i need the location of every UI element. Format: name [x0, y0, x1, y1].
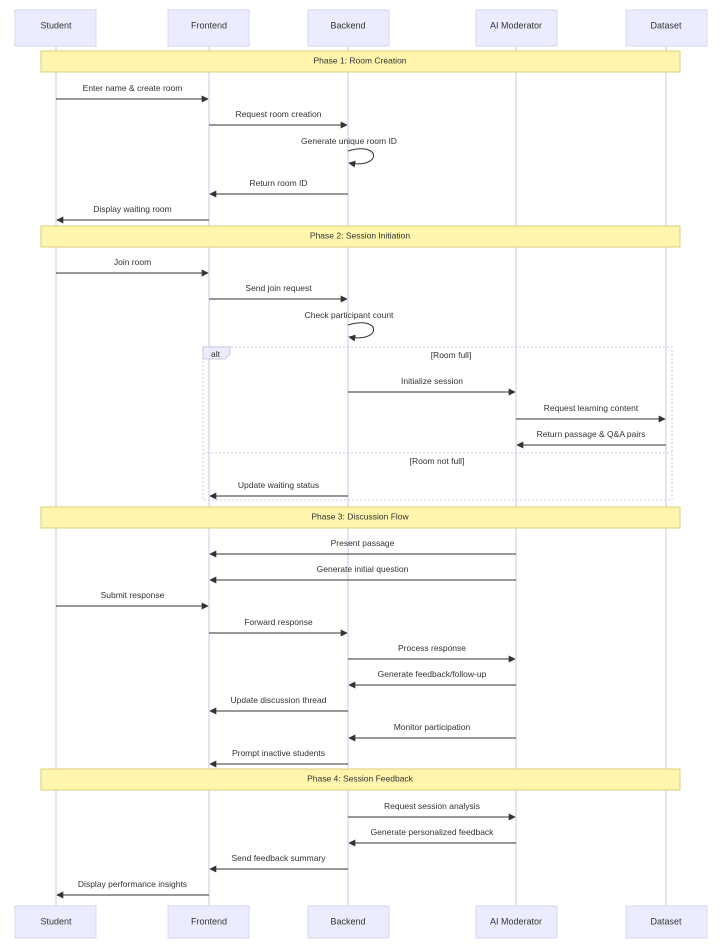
message-label: Present passage [331, 538, 395, 548]
message-label: Return room ID [249, 178, 307, 188]
alt-keyword: alt [211, 349, 221, 359]
alt-fragment: alt [Room full] [Room not full] [202, 346, 673, 501]
actor-box-backend-bottom [307, 905, 390, 939]
message-11: Return passage & Q&A pairs [516, 429, 666, 449]
actor-label-student-bottom: Student [40, 916, 72, 926]
message-label: Update discussion thread [231, 695, 327, 705]
actor-box-ai-moderator [475, 9, 558, 47]
actor-box-frontend-bottom [167, 905, 250, 939]
phase-note-1 [40, 50, 681, 73]
self-message-arrow [347, 322, 375, 342]
actor-label-ai-moderator: AI Moderator [490, 20, 542, 30]
message-label: Generate unique room ID [301, 136, 397, 146]
message-1: Enter name & create room [56, 83, 209, 103]
message-label: Send join request [245, 283, 312, 293]
message-2: Request room creation [209, 109, 348, 129]
message-14: Generate initial question [209, 564, 516, 584]
actor-label-backend-bottom: Backend [330, 916, 365, 926]
actor-header-bottom: Student Frontend Backend AI Moderator Da… [14, 905, 708, 939]
phase-note-2-label: Phase 2: Session Initiation [310, 230, 410, 240]
phase-note-3 [40, 506, 681, 529]
message-label: Check participant count [305, 310, 394, 320]
message-18: Generate feedback/follow-up [348, 669, 516, 689]
message-10: Request learning content [516, 403, 666, 423]
actor-label-dataset-bottom: Dataset [650, 916, 682, 926]
actor-box-ai-moderator-bottom [475, 905, 558, 939]
message-12: Update waiting status [209, 480, 348, 500]
message-25: Display performance insights [56, 879, 209, 899]
alt-condition-room-not-full: [Room not full] [410, 456, 465, 466]
message-label: Generate personalized feedback [371, 827, 495, 837]
phase-note-1-label: Phase 1: Room Creation [313, 55, 406, 65]
message-label: Initialize session [401, 376, 463, 386]
actor-label-frontend-bottom: Frontend [191, 916, 227, 926]
phase-note-2 [40, 225, 681, 248]
message-13: Present passage [209, 538, 516, 558]
message-label: Monitor participation [394, 722, 471, 732]
actor-box-student [14, 9, 97, 47]
actor-label-student: Student [40, 20, 72, 30]
actor-label-backend: Backend [330, 20, 365, 30]
phase-note-4-label: Phase 4: Session Feedback [307, 773, 414, 783]
message-6: Join room [56, 257, 209, 277]
actor-box-student-bottom [14, 905, 97, 939]
message-21: Prompt inactive students [209, 748, 348, 768]
self-message-arrow [347, 148, 375, 168]
actor-box-dataset-bottom [625, 905, 708, 939]
message-4: Return room ID [209, 178, 348, 198]
message-label: Request session analysis [384, 801, 480, 811]
actor-label-dataset: Dataset [650, 20, 682, 30]
message-label: Submit response [101, 590, 165, 600]
alt-frame [202, 346, 673, 501]
message-label: Update waiting status [238, 480, 319, 490]
message-label: Display waiting room [93, 204, 171, 214]
actor-label-frontend: Frontend [191, 20, 227, 30]
actor-label-ai-moderator-bottom: AI Moderator [490, 916, 542, 926]
phase-notes: Phase 1: Room Creation Phase 2: Session … [40, 50, 681, 791]
actor-box-frontend [167, 9, 250, 47]
message-label: Request room creation [236, 109, 322, 119]
message-3: Generate unique room ID [301, 136, 397, 168]
message-label: Generate feedback/follow-up [378, 669, 487, 679]
actor-box-dataset [625, 9, 708, 47]
phase-note-4 [40, 768, 681, 791]
message-22: Request session analysis [348, 801, 516, 821]
message-label: Send feedback summary [231, 853, 326, 863]
lifelines [55, 46, 667, 906]
message-24: Send feedback summary [209, 853, 348, 873]
message-8: Check participant count [305, 310, 394, 342]
message-label: Join room [114, 257, 151, 267]
message-15: Submit response [56, 590, 209, 610]
message-16: Forward response [209, 617, 348, 637]
message-19: Update discussion thread [209, 695, 348, 715]
alt-keyword-tab [202, 346, 231, 360]
message-label: Request learning content [544, 403, 639, 413]
message-17: Process response [348, 643, 516, 663]
message-label: Process response [398, 643, 466, 653]
message-5: Display waiting room [56, 204, 209, 224]
message-label: Forward response [244, 617, 313, 627]
message-23: Generate personalized feedback [348, 827, 516, 847]
alt-condition-room-full: [Room full] [431, 350, 472, 360]
message-20: Monitor participation [348, 722, 516, 742]
message-label: Display performance insights [78, 879, 187, 889]
message-9: Initialize session [348, 376, 516, 396]
message-label: Generate initial question [317, 564, 409, 574]
actor-box-backend [307, 9, 390, 47]
actor-header-top: Student Frontend Backend AI Moderator Da… [14, 9, 708, 47]
message-label: Prompt inactive students [232, 748, 325, 758]
phase-note-3-label: Phase 3: Discussion Flow [311, 511, 409, 521]
message-label: Enter name & create room [83, 83, 183, 93]
message-label: Return passage & Q&A pairs [537, 429, 646, 439]
message-7: Send join request [209, 283, 348, 303]
